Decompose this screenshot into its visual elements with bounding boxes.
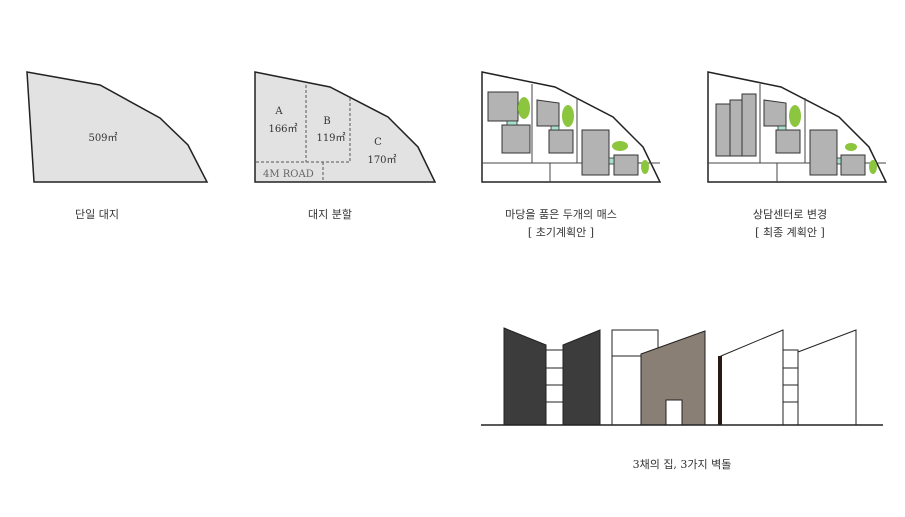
mass-block <box>548 129 574 154</box>
panel-split-caption: 대지 분할 <box>308 208 352 221</box>
courtyard-tree <box>869 160 877 174</box>
panel-final-plan: 상담센터로 변경 [ 최종 계획안 ] <box>707 71 888 239</box>
mass-block <box>840 154 866 176</box>
lot-divider-lines <box>255 98 351 163</box>
house-3-bridge <box>782 349 799 426</box>
panel-site-division: A 166㎡ B 119㎡ C 170㎡ 4M ROAD 대지 분할 <box>254 71 437 221</box>
lot-b-area: 119㎡ <box>316 132 345 144</box>
connector <box>777 125 787 131</box>
mass-block <box>536 99 560 127</box>
house-1-right-wall <box>562 329 601 426</box>
mass-block <box>501 124 531 154</box>
courtyard-tree <box>845 143 857 151</box>
panel-final-caption-line2: [ 최종 계획안 ] <box>755 226 825 239</box>
house-1-bridge <box>545 349 564 426</box>
mass-block <box>775 129 801 154</box>
road-label: 4M ROAD <box>263 169 314 180</box>
courtyard-tree <box>612 141 628 151</box>
elevation-diagram: 3채의 집, 3가지 벽돌 <box>481 327 883 471</box>
mass-block <box>809 129 838 176</box>
house-3-left-mass <box>720 329 784 426</box>
panel-initial-caption-line1: 마당을 품은 두개의 매스 <box>505 208 617 221</box>
connector <box>550 125 560 131</box>
lot-c-name: C <box>374 137 382 148</box>
connector <box>506 120 518 126</box>
mass-block <box>715 103 731 157</box>
courtyard-tree <box>789 105 801 127</box>
courtyard-tree <box>641 160 649 174</box>
panel-final-caption-line1: 상담센터로 변경 <box>753 208 827 221</box>
house-3-dark-trim <box>718 356 722 425</box>
mass-block <box>763 99 787 127</box>
courtyard-tree <box>518 97 530 119</box>
house-3-right-mass <box>797 329 857 426</box>
panel-single-site: 509㎡ 단일 대지 <box>26 71 209 221</box>
mass-block <box>581 129 610 176</box>
house-2-door <box>665 399 683 426</box>
mass-block <box>613 154 639 176</box>
panel-single-caption: 단일 대지 <box>75 207 119 221</box>
site-area-label: 509㎡ <box>88 132 117 144</box>
elevation-caption: 3채의 집, 3가지 벽돌 <box>633 458 732 471</box>
mass-block <box>729 99 743 157</box>
panel-initial-caption-line2: [ 초기계획안 ] <box>528 226 594 239</box>
connector <box>836 157 842 165</box>
lot-b-name: B <box>323 116 330 127</box>
lot-a-area: 166㎡ <box>268 123 297 135</box>
lot-a-name: A <box>274 106 283 117</box>
connector <box>608 157 615 165</box>
courtyard-tree <box>562 105 574 127</box>
site-outline <box>26 71 209 183</box>
mass-block <box>487 91 519 122</box>
panel-initial-plan: 마당을 품은 두개의 매스 [ 초기계획안 ] <box>481 71 662 239</box>
lot-c-area: 170㎡ <box>367 154 396 166</box>
house-1-left-wall <box>503 327 547 426</box>
site-outline <box>254 71 437 183</box>
mass-block <box>741 93 757 157</box>
